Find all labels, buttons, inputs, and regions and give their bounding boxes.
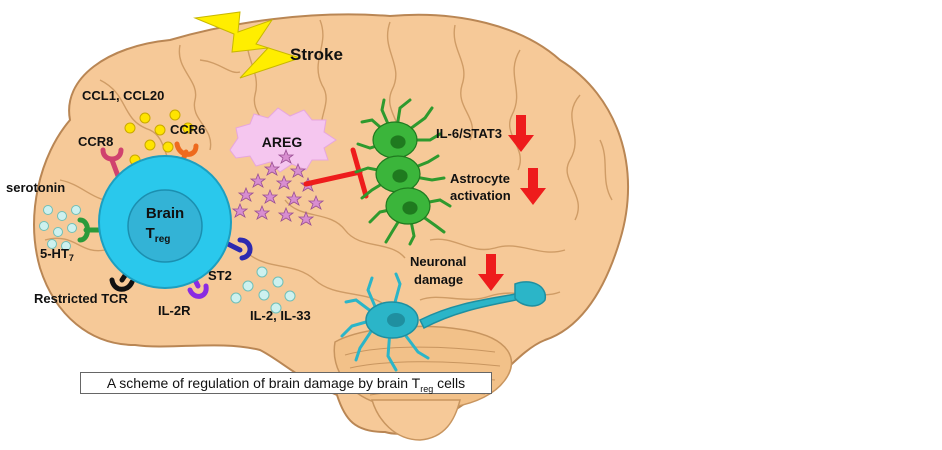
- areg-star: [277, 148, 295, 164]
- serotonin-dot: [61, 241, 71, 251]
- st2-receptor: [225, 237, 253, 261]
- caption-sub: reg: [420, 383, 434, 394]
- inhibition-symbol: [303, 147, 369, 199]
- areg-star: [237, 186, 255, 202]
- serotonin-dot: [43, 205, 53, 215]
- figure-caption: A scheme of regulation of brain damage b…: [80, 372, 492, 394]
- serotonin-dot: [67, 223, 77, 233]
- down-arrow-icon: [508, 115, 534, 152]
- treg-nucleus: [127, 189, 203, 263]
- areg-star: [231, 202, 249, 218]
- 5ht7-label-base: 5-HT: [40, 246, 69, 261]
- il-label: IL-2, IL-33: [250, 308, 311, 323]
- serotonin-dot: [47, 239, 57, 249]
- neuron-nucleus: [387, 313, 405, 327]
- astrocyte-label: Astrocyte: [450, 171, 510, 186]
- chemokine-dot: [124, 122, 136, 134]
- 5ht7-label: 5-HT7: [40, 246, 74, 263]
- ccr6-label: CCR6: [170, 122, 205, 137]
- areg-star: [277, 206, 295, 222]
- astrocyte-nucleus: [402, 201, 418, 215]
- caption-tail: cells: [433, 375, 466, 391]
- astrocyte-nucleus: [390, 135, 406, 149]
- areg-star: [289, 162, 307, 178]
- astrocyte-nucleus: [392, 169, 408, 183]
- chemokine-dot: [154, 124, 166, 136]
- areg-star: [263, 160, 281, 176]
- treg-label: Treg: [146, 225, 171, 245]
- down-arrow-icon: [520, 168, 546, 205]
- cytokine-dot: [258, 289, 270, 301]
- cytokine-dot: [284, 290, 296, 302]
- brain-treg-label: Brain: [146, 205, 184, 222]
- 5ht7-label-sub: 7: [69, 253, 74, 263]
- cytokine-dot: [270, 302, 282, 314]
- stroke-label: Stroke: [290, 45, 343, 64]
- cytokine-dot: [272, 276, 284, 288]
- caption-text: A scheme of regulation of brain damage b…: [106, 375, 421, 391]
- areg-star: [261, 188, 279, 204]
- areg-star: [307, 194, 325, 210]
- chemokine-dot: [139, 112, 151, 124]
- 5ht7-receptor: [77, 217, 103, 243]
- astrocyte: [368, 187, 452, 246]
- areg-star: [297, 210, 315, 226]
- restricted-tcr-label: Restricted TCR: [34, 291, 129, 306]
- lightning-bolt-icon: [193, 11, 302, 79]
- down-arrow-icon: [478, 254, 504, 291]
- chemokine-dot: [144, 139, 156, 151]
- cytokine-dot: [256, 266, 268, 278]
- neuronal-label: Neuronal: [410, 254, 466, 269]
- areg-star: [253, 204, 271, 220]
- neuron: [340, 272, 546, 372]
- brain-outline: [33, 13, 630, 435]
- serotonin-dots: [39, 205, 81, 251]
- il-cytokine-dots: [230, 266, 296, 314]
- il2r-label: IL-2R: [158, 303, 191, 318]
- ccl-chemokine-dots: [124, 109, 194, 166]
- areg-label: AREG: [262, 134, 303, 150]
- treg-label-base: T: [146, 225, 155, 242]
- treg-cell: Brain Treg: [77, 141, 253, 299]
- treg-label-sub: reg: [155, 234, 171, 245]
- damage-label: damage: [414, 272, 463, 287]
- activation-label: activation: [450, 188, 511, 203]
- areg-burst: AREG: [229, 107, 337, 173]
- chemokine-dot: [169, 109, 181, 121]
- ccr8-receptor: [100, 147, 124, 179]
- cytokine-dot: [230, 292, 242, 304]
- cytokine-dot: [242, 280, 254, 292]
- brain-illustration: [33, 13, 630, 441]
- chemokine-dot: [162, 141, 174, 153]
- serotonin-dot: [53, 227, 63, 237]
- areg-burst-shape: [229, 107, 337, 173]
- ccr8-label: CCR8: [78, 134, 113, 149]
- st2-label: ST2: [208, 268, 232, 283]
- serotonin-label: serotonin: [6, 180, 65, 195]
- chemokine-dot: [182, 122, 194, 134]
- ccl-label: CCL1, CCL20: [82, 88, 164, 103]
- areg-stars: [231, 148, 325, 226]
- serotonin-dot: [39, 221, 49, 231]
- astrocyte-cluster: [354, 98, 452, 246]
- il6-stat3-label: IL-6/STAT3: [436, 126, 502, 141]
- serotonin-dot: [71, 205, 81, 215]
- areg-star: [285, 190, 303, 206]
- areg-star: [275, 174, 293, 190]
- axon-terminal: [514, 281, 546, 307]
- astrocyte: [356, 98, 442, 159]
- serotonin-dot: [57, 211, 67, 221]
- brainstem: [370, 399, 461, 441]
- areg-star: [249, 172, 267, 188]
